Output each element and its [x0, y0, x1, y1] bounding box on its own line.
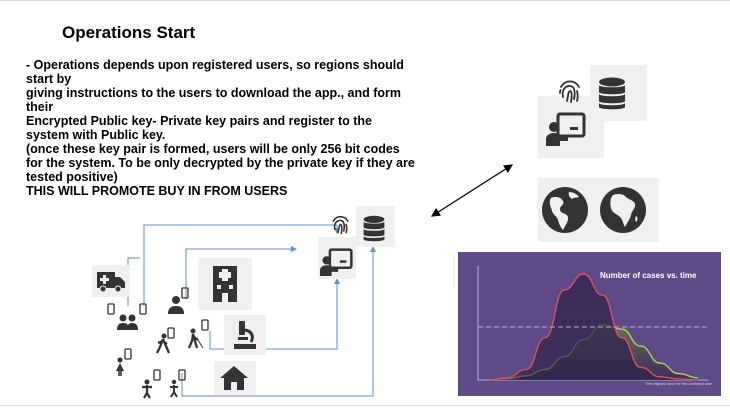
- home-icon: [219, 365, 249, 391]
- fingerprint-icon: [557, 77, 583, 105]
- person-with-phone-icon: [167, 287, 191, 315]
- family-icon: [139, 369, 187, 399]
- slide-title: Operations Start: [62, 23, 196, 42]
- presenter-icon: [320, 247, 353, 277]
- slide-body: - Operations depends upon registered use…: [26, 58, 466, 198]
- body-line: THIS WILL PROMOTE BUY IN FROM USERS: [26, 184, 288, 198]
- body-line: Encrypted Public key- Private key pairs …: [26, 114, 372, 128]
- cases-chart: [477, 266, 708, 381]
- fingerprint-icon: [330, 213, 351, 236]
- walking-person-icon: [155, 327, 177, 355]
- globe-americas-icon: [541, 186, 589, 234]
- body-line: for the system. To be only decrypted by …: [26, 156, 415, 170]
- globe-africa-icon: [599, 186, 647, 234]
- chart-x-label: Time elapsed since the first confirmed c…: [645, 382, 713, 386]
- presenter-icon: [546, 111, 586, 147]
- connector-line: [209, 278, 340, 350]
- body-line: start by: [26, 72, 72, 86]
- connector-line: [181, 246, 376, 397]
- chart-y-label: Total number of cases: [452, 254, 456, 289]
- connector-line: [185, 246, 297, 299]
- connector-line: [143, 224, 340, 306]
- footer-divider: [0, 405, 730, 406]
- child-icon: [113, 348, 137, 376]
- chart-title: Number of cases vs. time: [600, 271, 697, 280]
- body-line: their: [26, 100, 54, 114]
- laboratory-microscope-icon: [232, 320, 258, 350]
- chart-series-line: [487, 273, 699, 381]
- body-line: tested positive): [26, 170, 118, 184]
- group-with-phone-icon: [107, 303, 151, 331]
- body-line: giving instructions to the users to down…: [26, 86, 402, 100]
- double-arrow: [430, 164, 514, 217]
- body-line: - Operations depends upon registered use…: [26, 58, 404, 72]
- blind-person-icon: [186, 319, 214, 349]
- ambulance-icon: [96, 269, 126, 293]
- body-line: (once these key pair is formed, users wi…: [26, 142, 400, 156]
- body-line: system with Public key.: [26, 128, 166, 142]
- database-icon: [597, 77, 627, 111]
- database-icon: [362, 215, 386, 243]
- hospital-icon: [212, 264, 238, 302]
